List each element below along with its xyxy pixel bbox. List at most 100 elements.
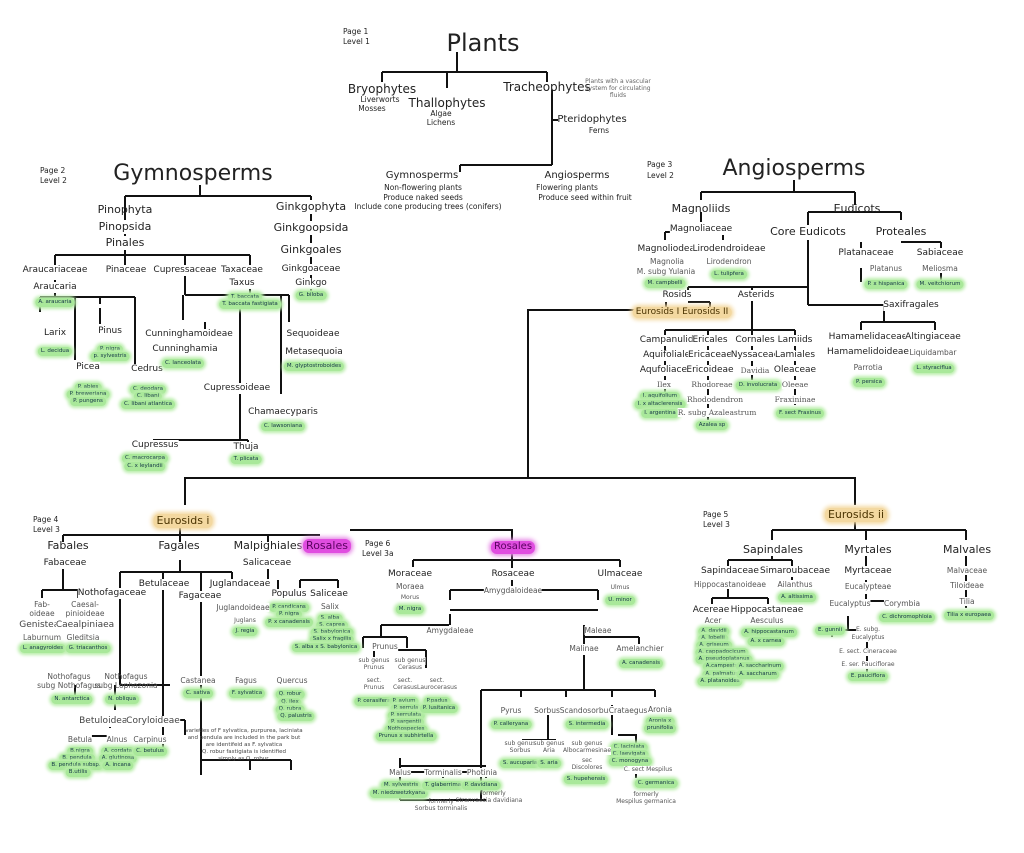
node-pyrus: Pyrus xyxy=(500,706,522,716)
node-acereae: Acereae xyxy=(692,605,730,617)
species-a-hippocastanum: A. hippocastanum xyxy=(741,628,797,637)
node-meliosma: Meliosma xyxy=(922,264,958,274)
node-torminalis: Torminalis xyxy=(424,768,462,778)
page5-level-label: Level 3 xyxy=(703,520,730,529)
species-f-sylvatica: F. sylvatica xyxy=(228,689,266,698)
node-sorbus: Sorbus xyxy=(534,706,560,716)
node-prunus: Prunus xyxy=(372,642,398,652)
node-eurosids-i-ii[interactable]: Eurosids I Eurosids II xyxy=(632,307,732,319)
node-ginkgo: Ginkgo xyxy=(295,278,327,290)
species-c-monogyna: C. monogyna xyxy=(608,757,652,766)
node-cupressoideae: Cupressoideae xyxy=(203,383,271,395)
node-taxus: Taxus xyxy=(229,278,255,290)
node-subg-prunus: sub genus xyxy=(358,657,390,665)
species-p-nigra: P. nigra xyxy=(96,345,124,354)
species-l-tulipfera: L. tulipfera xyxy=(711,270,747,279)
node-carpinus: Carpinus xyxy=(133,735,167,745)
node-fagaceae: Fagaceae xyxy=(178,591,222,603)
species-a-carnea: A. x carnea xyxy=(747,637,785,646)
fagales-note: are identifeid as F. sylvatica xyxy=(205,742,283,748)
species-m-veitchiorum: M. veitchiorum xyxy=(916,280,964,289)
node-quercus: Quercus xyxy=(276,676,308,686)
species-c-germanica: C. germanica xyxy=(634,779,678,788)
species-s-caprea: S. caprea xyxy=(316,621,348,630)
node-ericaceae: Ericaceae xyxy=(688,350,732,362)
species-s-aria: S. aria xyxy=(537,759,561,768)
node-gymnosperms: Gymnosperms xyxy=(385,170,459,181)
node-lamiales: Lamiales xyxy=(774,350,816,362)
species-q-ilex: Q. ilex xyxy=(278,698,302,707)
species-t-plicata: T. plicata xyxy=(230,455,262,464)
species-azalea-sp: Azalea sp xyxy=(695,421,729,430)
node-alnus: Alnus xyxy=(106,735,128,745)
node-nothofagus-lophozonia: Nothofagus xyxy=(104,672,148,681)
page6-page-label: Page 6 xyxy=(365,539,391,548)
species-p-breweriana: P. breweriana xyxy=(66,390,110,399)
node-subg-cerasus: Cerasus xyxy=(397,664,423,672)
species-a-lobelii: A. lobelii xyxy=(698,634,728,643)
node-eucalyptus: Eucalyptus xyxy=(829,599,871,609)
species-p-avium: P. avium xyxy=(389,697,419,706)
node-laburnum: Laburnum xyxy=(22,633,62,643)
page4-page-label: Page 4 xyxy=(33,515,59,524)
link-rosales[interactable]: Rosales xyxy=(303,539,351,553)
species-c-lawsoniana: C. lawsoniana xyxy=(260,422,306,431)
node-sec-discolores: Discolores xyxy=(571,764,603,772)
species-a-saccharum: A. saccharum xyxy=(736,670,780,679)
species-s-intermedia: S. intermedia xyxy=(565,720,609,729)
node-saxifragales: Saxifragales xyxy=(883,300,939,312)
page3-level-label: Level 2 xyxy=(647,171,674,180)
species-i-aquifolium: I. aquifolium xyxy=(639,392,681,401)
node-corymbia: Corymbia xyxy=(883,599,921,609)
species-m-niedzwetzkyana: M. niedzwetzkyana xyxy=(369,789,429,798)
node-fagus: Fagus xyxy=(235,676,257,686)
species-j-regia: J. regia xyxy=(232,627,258,636)
connector xyxy=(664,180,942,420)
node-saliceae: Saliceae xyxy=(310,589,348,601)
node-betulaceae: Betulaceae xyxy=(138,579,190,591)
node-nothofagaceae: Nothofagaceae xyxy=(77,588,147,600)
node-subg-albocarmesinae: Albocarmesinae xyxy=(562,747,612,755)
node-sabiaceae: Sabiaceae xyxy=(916,248,964,260)
node-chamaecyparis: Chamaecyparis xyxy=(248,407,318,419)
node-taxaceae: Taxaceae xyxy=(221,265,263,277)
node-populus: Populus xyxy=(271,589,307,601)
node-magnolia: Magnolia xyxy=(650,257,684,267)
species-aronia-x: Aronia x xyxy=(645,717,675,726)
node-fagales: Fagales xyxy=(158,539,200,552)
node-hippocastanoideae: Hippocastanoideae xyxy=(693,580,767,590)
page4-level-label: Level 3 xyxy=(33,525,60,534)
species-a-pseudoplatanus: A. pseudoplatanus xyxy=(695,655,753,664)
node-cunninghamia: Cunninghamia xyxy=(152,344,218,356)
species-d-involucrata: D. involucrata xyxy=(735,381,781,390)
node-caealpiniaea: Caealpiniaea xyxy=(55,620,115,632)
species-b-utilis: B.utilis xyxy=(65,768,91,777)
node-asterids: Asterids xyxy=(737,290,775,302)
node-malinae: Malinae xyxy=(569,644,599,654)
fagales-note: and pendula are included in the park but xyxy=(187,735,301,741)
species-b-nigra: B.nigra xyxy=(67,747,93,756)
species-c-deodara: C. deodara xyxy=(129,385,167,394)
node-ginkgoopsida: Ginkgoopsida xyxy=(273,221,349,235)
node-ulmus: Ulmus xyxy=(610,584,630,592)
node-platanus: Platanus xyxy=(869,264,903,274)
node-cupressaceae: Cupressaceae xyxy=(153,265,217,277)
node-altingiaceae: Altingiaceae xyxy=(905,332,961,344)
species-a-incana: A. incana xyxy=(102,761,134,770)
species-p-padus: P.padus xyxy=(423,697,451,706)
connector xyxy=(350,529,513,540)
page5-page-label: Page 5 xyxy=(703,510,729,519)
node-simaroubaceae: Simaroubaceae xyxy=(760,566,830,578)
connector xyxy=(184,309,856,505)
node-ulmaceae: Ulmaceae xyxy=(597,569,643,581)
species-c-libani: C. libani xyxy=(133,392,163,401)
node-magnoliaceae: Magnoliaceae xyxy=(669,224,733,236)
node-m-subg-yulania: M. subg Yulania xyxy=(636,267,696,277)
node-e-subg: Eucalyptus xyxy=(851,634,885,642)
node-e-sect-cineraceae: E. sect. Cineraceae xyxy=(839,648,897,656)
species-a-palmatum: A. palmatum xyxy=(702,670,744,679)
species-c-leylandii: C. x leylandii xyxy=(124,462,166,471)
species-c-macrocarpa: C. macrocarpa xyxy=(121,454,169,463)
node-subg-prunus: Prunus xyxy=(363,664,385,672)
node-morus: Morus xyxy=(400,594,420,602)
